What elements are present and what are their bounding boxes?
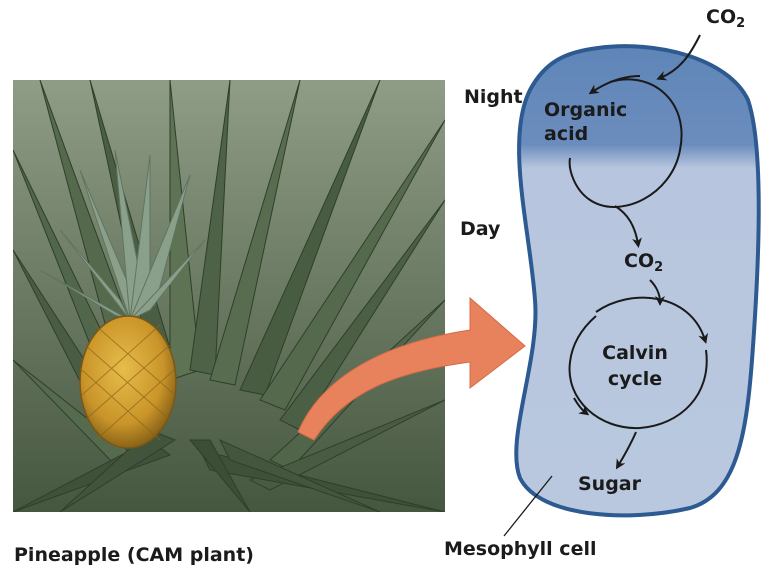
calvin-cycle-arc-left-head bbox=[573, 397, 590, 416]
calvin-cycle-arc-top bbox=[595, 296, 708, 344]
calvin-to-sugar-arrow bbox=[615, 431, 637, 470]
calvin-label-line1: Calvin bbox=[602, 342, 668, 364]
organic-acid-cycle-arc bbox=[568, 78, 683, 208]
night-label: Night bbox=[464, 86, 523, 108]
photo-to-cell-arrow bbox=[297, 296, 526, 441]
organic-acid-label-line1: Organic bbox=[544, 99, 628, 121]
calvin-cycle-arc-left bbox=[568, 315, 641, 430]
mesophyll-cell-label: Mesophyll cell bbox=[444, 538, 597, 560]
calvin-label-line2: cycle bbox=[607, 368, 663, 390]
night-cycle-entry bbox=[588, 75, 641, 95]
organic-acid-label-line2: acid bbox=[544, 123, 589, 145]
co2-top-label: CO2 bbox=[706, 6, 746, 31]
pineapple-texture bbox=[81, 324, 176, 441]
co2-middle-label: CO2 bbox=[624, 250, 664, 275]
calvin-cycle-arc-right bbox=[639, 349, 708, 429]
pineapple-crown bbox=[39, 149, 206, 322]
day-label: Day bbox=[460, 218, 501, 240]
mesophyll-pointer-line bbox=[503, 475, 553, 537]
sugar-label: Sugar bbox=[578, 473, 642, 495]
acid-to-co2-arrow bbox=[614, 205, 642, 248]
co2-entry-arrow bbox=[656, 34, 701, 81]
photo-caption: Pineapple (CAM plant) bbox=[14, 544, 254, 566]
pineapple-photo bbox=[13, 80, 445, 512]
